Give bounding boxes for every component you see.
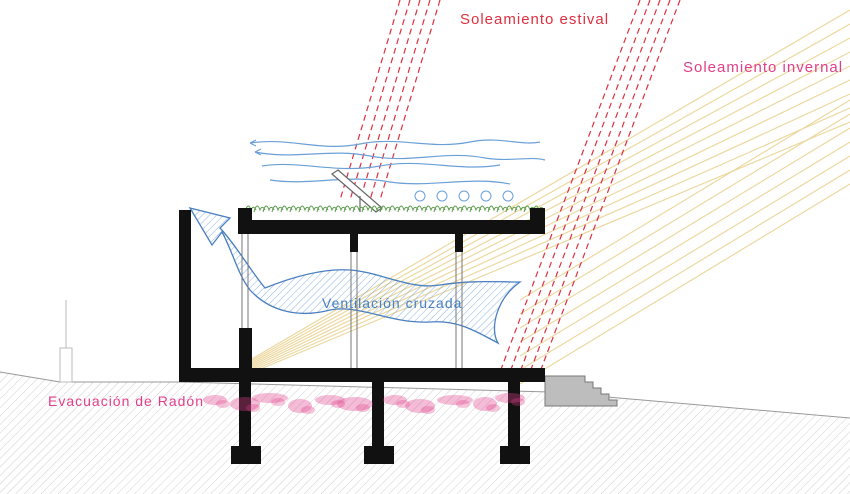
summer-ray [379,0,441,201]
vegetation-tuft [415,205,428,213]
summer-sun-label: Soleamiento estival [460,11,609,28]
summer-ray [539,0,681,373]
radon-cloud [486,404,500,412]
wind-eddy [436,190,448,202]
radon-cloud [301,406,315,414]
vegetation-tuft [334,205,347,213]
vegetation-tuft [388,205,401,213]
vegetation-tuft [289,205,302,213]
solar-panel [331,169,383,213]
vegetation-tuft [460,205,473,213]
vegetation-tuft [442,205,455,213]
summer-ray [369,0,431,201]
radon-label: Evacuación de Radón [48,393,204,409]
building-structure [179,208,545,464]
winter-ray [249,51,850,366]
vegetation-tuft [406,205,419,213]
cross-ventilation-arrow [188,206,523,345]
vegetation-tuft [280,205,293,213]
vegetation-tuft [505,205,518,213]
vegetation-tuft [253,205,266,213]
vegetation-tuft [262,205,275,213]
radon-cloud [288,399,312,413]
radon-vent-pipe [59,300,73,383]
vegetation-tuft [343,205,356,213]
vegetation-tuft [325,205,338,213]
wind-lines [249,139,546,185]
winter-ray [249,37,850,364]
winter-ray [249,121,850,374]
vegetation-tuft [514,205,527,213]
radon-cloud [216,400,230,408]
summer-ray [359,0,421,201]
radon-cloud [396,400,410,408]
radon-cloud [271,398,285,406]
radon-cloud [331,400,345,408]
radon-cloud [383,395,407,405]
winter-sun-label: Soleamiento invernal [683,59,843,76]
summer-sun-rays [339,0,681,373]
vegetation-tuft [487,205,500,213]
radon-cloud [456,400,470,408]
summer-ray [519,0,661,373]
radon-cloud [511,398,525,406]
summer-ray [499,0,641,373]
vegetation-tuft [307,205,320,213]
vegetation-tuft [271,205,284,213]
radon-cloud [356,404,370,412]
vegetation-tuft [424,205,437,213]
winter-ray [249,65,850,368]
radon-cloud [315,395,345,405]
cross-ventilation-label: Ventilación cruzada [322,295,462,311]
radon-cloud [437,395,473,405]
stairs [544,375,618,407]
vegetation-tuft [478,205,491,213]
radon-cloud [203,395,227,405]
vegetation-tuft [496,205,509,213]
summer-ray [529,0,671,373]
radon-cloud [421,406,435,414]
wind-eddy [414,190,426,202]
green-roof-vegetation [244,190,545,213]
radon-cloud [230,397,260,411]
wind-eddy [502,190,514,202]
winter-ray [519,155,850,357]
radon-cloud [405,399,435,413]
winter-ray [249,79,850,369]
vegetation-tuft [451,205,464,213]
wind-eddy [480,190,492,202]
winter-ray [519,127,850,329]
radon-cloud [252,393,288,403]
radon-clouds [203,393,525,414]
vegetation-tuft [298,205,311,213]
wind-eddy [458,190,470,202]
winter-sun-rays [249,9,850,385]
winter-ray [249,107,850,373]
vegetation-tuft [397,205,410,213]
vegetation-tuft [433,205,446,213]
vegetation-tuft [316,205,329,213]
summer-ray [509,0,651,373]
vegetation-tuft [352,205,365,213]
winter-ray [519,99,850,301]
summer-ray [349,0,411,201]
summer-ray [339,0,401,201]
winter-ray [519,113,850,315]
vegetation-tuft [370,205,383,213]
vegetation-tuft [361,205,374,213]
radon-cloud [473,397,497,411]
winter-ray [519,141,850,343]
ground [0,371,850,494]
glazing-mullions [241,234,463,368]
radon-cloud [495,393,525,403]
winter-ray [519,169,850,371]
radon-cloud [337,397,373,411]
winter-ray [249,93,850,371]
radon-cloud [246,404,260,412]
winter-ray [519,183,850,385]
vegetation-tuft [379,205,392,213]
vegetation-tuft [469,205,482,213]
